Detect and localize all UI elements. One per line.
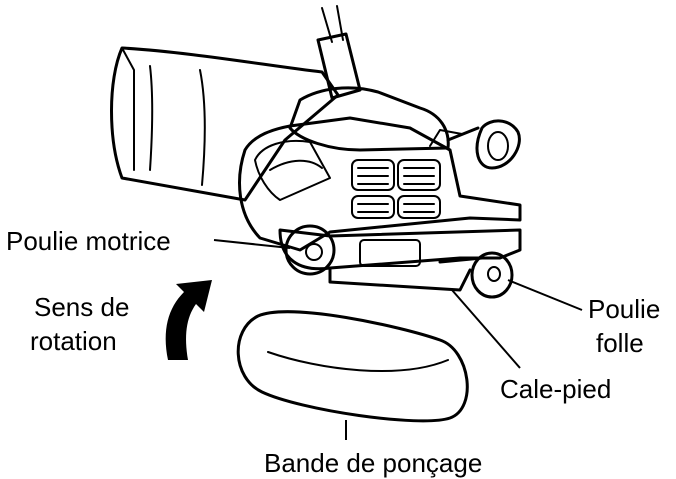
- sander-base: [278, 228, 522, 292]
- rear-handle: [288, 32, 450, 152]
- drive-pulley: [284, 224, 336, 276]
- label-sanding-belt: Bande de ponçage: [264, 448, 482, 478]
- leader-lines: [213, 239, 583, 440]
- sanding-belt: [236, 310, 469, 423]
- idler-pulley: [438, 251, 514, 299]
- vent-grill: [351, 159, 441, 219]
- curved-arrow-up-right-icon: [165, 280, 212, 360]
- label-rotation-line1: Sens de: [34, 292, 129, 322]
- label-rotation-line2: rotation: [30, 326, 117, 356]
- label-drive-pulley: Poulie motrice: [6, 226, 171, 256]
- front-knob: [446, 119, 521, 170]
- sander-body: [238, 116, 522, 252]
- label-idler-line2: folle: [596, 328, 644, 358]
- label-idler-line1: Poulie: [588, 294, 660, 324]
- label-foot-rest: Cale-pied: [500, 374, 611, 404]
